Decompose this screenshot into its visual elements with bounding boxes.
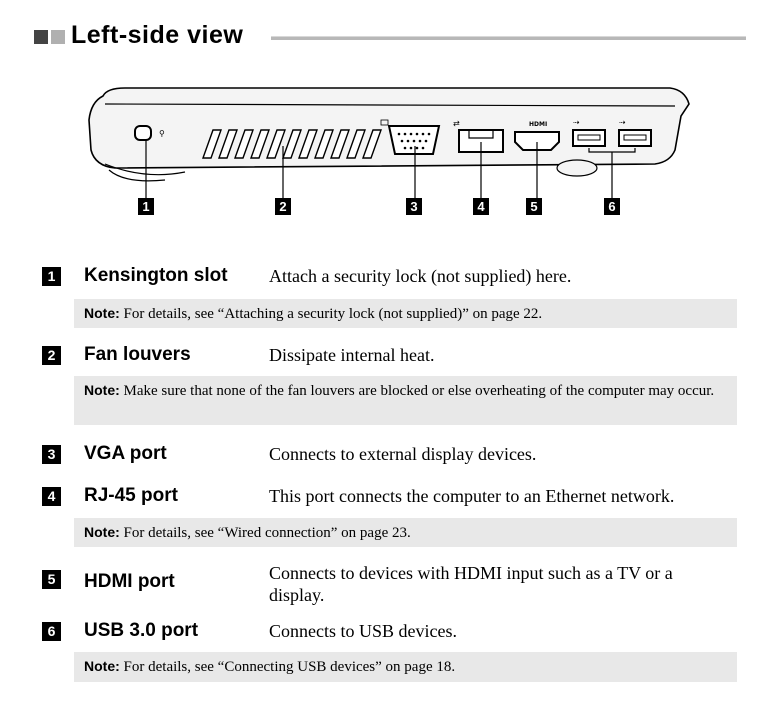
rj45-port-icon [458,129,504,153]
rj45-port-notch [468,130,494,139]
item-number: 4 [42,487,61,506]
heading-bullet-dark [34,30,48,44]
item-number: 1 [42,267,61,286]
note-text: For details, see “Connecting USB devices… [123,659,456,675]
section-heading: Left-side view [34,19,746,53]
vga-pins [397,132,431,150]
item-number: 6 [42,622,61,641]
item-name: VGA port [84,443,167,464]
kensington-lock-symbol: ⚲ [159,129,165,138]
note-box: Note: For details, see “Wired connection… [74,518,737,547]
note-box: Note: Make sure that none of the fan lou… [74,376,737,425]
fan-louvers-graphic [202,129,382,159]
item-description: Attach a security lock (not supplied) he… [269,266,572,286]
usb-port-2-tongue [623,134,647,141]
note-label: Note: [84,382,120,398]
usb-port-1-icon [572,129,606,147]
item-description: Connects to external display devices. [269,444,537,464]
hdmi-label: HDMI [529,121,547,128]
item-name: USB 3.0 port [84,620,199,641]
page-title: Left-side view [71,21,244,49]
laptop-lid-line [104,103,676,107]
item-number: 5 [42,570,61,589]
callout-1: 1 [138,198,154,215]
hdmi-port-icon [514,131,560,151]
vga-display-symbol [380,119,389,126]
callout-5: 5 [526,198,542,215]
callout-leader-lines [145,140,636,198]
laptop-left-side-illustration: ⚲ ⇄ HDMI ⇢ ⇢ [88,87,690,198]
heading-rule [271,36,746,40]
item-number: 2 [42,346,61,365]
note-box: Note: For details, see “Attaching a secu… [74,299,737,328]
callout-4: 4 [473,198,489,215]
callout-3: 3 [406,198,422,215]
kensington-slot-icon [134,125,152,141]
note-text: For details, see “Wired connection” on p… [123,525,411,541]
note-label: Note: [84,305,120,321]
callout-6: 6 [604,198,620,215]
laptop-foot [556,159,598,177]
laptop-base-shadow [104,163,186,182]
note-text: For details, see “Attaching a security l… [123,306,543,322]
heading-bullet-light [51,30,65,44]
network-symbol: ⇄ [453,119,460,128]
item-description: Connects to USB devices. [269,621,457,641]
item-description: Dissipate internal heat. [269,345,435,365]
item-number: 3 [42,445,61,464]
note-box: Note: For details, see “Connecting USB d… [74,652,737,682]
note-text: Make sure that none of the fan louvers a… [123,383,715,399]
note-label: Note: [84,658,120,674]
item-name: RJ-45 port [84,485,178,506]
usb-symbol-1: ⇢ [573,118,580,127]
item-name: HDMI port [84,571,175,592]
usb-port-2-icon [618,129,652,147]
item-description: Connects to devices with HDMI input such… [269,563,673,605]
callout-2: 2 [275,198,291,215]
usb-port-1-tongue [577,134,601,141]
usb-symbol-2: ⇢ [619,118,626,127]
item-description: This port connects the computer to an Et… [269,486,675,506]
item-name: Kensington slot [84,265,228,286]
item-name: Fan louvers [84,344,191,365]
note-label: Note: [84,524,120,540]
